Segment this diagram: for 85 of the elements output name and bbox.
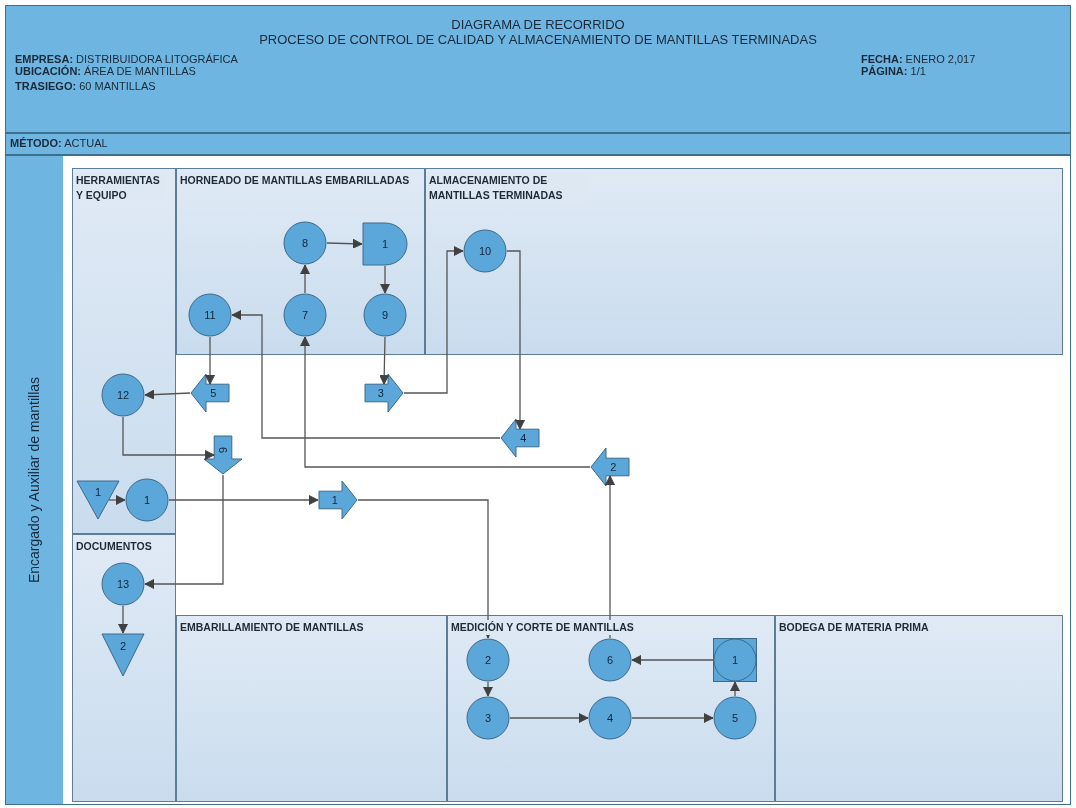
area-panel — [425, 168, 1063, 355]
step-number: 1 — [143, 494, 151, 506]
flow-arrow — [108, 495, 126, 505]
company-info: EMPRESA: DISTRIBUIDORA LITOGRÁFICA — [15, 53, 238, 65]
operation-circle — [283, 221, 327, 265]
transport-symbol — [364, 373, 404, 413]
location-info: UBICACIÓN: ÁREA DE MANTILLAS — [15, 65, 196, 77]
step-number: 2 — [119, 640, 127, 653]
flow-arrow — [631, 655, 714, 665]
storage-triangle — [101, 633, 145, 677]
step-number: 5 — [210, 387, 217, 399]
delay-symbol — [362, 222, 408, 266]
step-number: 1 — [94, 486, 102, 498]
area-panel — [72, 534, 176, 802]
flow-arrow — [300, 264, 310, 294]
transport-symbol — [203, 435, 243, 475]
step-number: 3 — [377, 387, 384, 399]
flow-arrow — [380, 265, 390, 294]
step-number: 3 — [484, 712, 492, 724]
flow-arrow — [379, 336, 390, 385]
operation-circle — [101, 562, 145, 606]
flow-arrow — [605, 475, 615, 639]
area-title: MEDICIÓN Y CORTE DE MANTILLAS — [451, 620, 634, 636]
operation-circle — [463, 229, 507, 273]
step-number: 5 — [731, 712, 739, 724]
date-info: FECHA: ENERO 2,017 — [861, 53, 976, 65]
operation-circle — [466, 638, 510, 682]
transport-symbol — [500, 418, 540, 458]
flow-arrow — [403, 246, 464, 394]
area-panel — [775, 615, 1063, 802]
area-panel — [176, 168, 425, 355]
transport-symbol — [318, 480, 358, 520]
flow-arrow — [631, 713, 714, 723]
flow-arrow — [144, 474, 224, 589]
step-number: 4 — [606, 712, 614, 724]
flow-arrow — [205, 336, 215, 385]
method-info: MÉTODO: ACTUAL — [10, 137, 108, 149]
step-number: 10 — [478, 245, 492, 257]
operation-circle — [588, 696, 632, 740]
step-number: 8 — [301, 237, 309, 249]
step-number: 6 — [217, 447, 229, 454]
flow-arrow — [506, 250, 525, 430]
operation-circle — [588, 638, 632, 682]
operation-circle — [466, 696, 510, 740]
operation-circle — [363, 293, 407, 337]
area-panel — [72, 168, 176, 534]
area-panel — [176, 615, 447, 802]
transport-symbol — [190, 373, 230, 413]
step-number: 2 — [610, 461, 617, 473]
flow-arrow — [326, 238, 363, 249]
flow-arrow — [730, 681, 740, 697]
flow-arrow — [118, 605, 128, 634]
step-number: 13 — [116, 578, 130, 590]
flow-arrow — [144, 389, 191, 400]
step-number: 4 — [520, 432, 527, 444]
diagram-title: DIAGRAMA DE RECORRIDO — [450, 17, 626, 32]
step-number: 6 — [606, 654, 614, 666]
step-number: 1 — [381, 238, 389, 250]
flow-arrow — [168, 495, 319, 505]
combined-activity-symbol — [713, 638, 757, 682]
page-info: PÁGINA: 1/1 — [861, 65, 926, 77]
operation-circle — [101, 373, 145, 417]
operation-circle — [188, 293, 232, 337]
operation-circle — [125, 478, 169, 522]
operation-circle — [713, 696, 757, 740]
step-number: 12 — [116, 389, 130, 401]
step-number: 11 — [204, 309, 216, 321]
step-number: 7 — [301, 309, 309, 321]
swimlane — [5, 155, 1071, 805]
lane-label: Encargado y Auxiliar de mantillas — [26, 376, 42, 584]
storage-triangle — [76, 480, 120, 520]
flow-arrow — [300, 336, 591, 468]
step-number: 1 — [731, 654, 739, 666]
step-number: 1 — [331, 494, 338, 506]
operation-circle — [283, 293, 327, 337]
flow-arrow — [231, 310, 501, 439]
quantity-info: TRASIEGO: 60 MANTILLAS — [15, 80, 156, 92]
flow-arrow — [483, 681, 493, 697]
step-number: 9 — [381, 309, 389, 321]
transport-symbol — [590, 447, 630, 487]
flow-arrow — [122, 416, 215, 460]
step-number: 2 — [484, 654, 492, 666]
area-panel — [447, 615, 775, 802]
diagram-subtitle: PROCESO DE CONTROL DE CALIDAD Y ALMACENAMIENTO DE MANTILLAS TERMINADAS — [258, 32, 818, 47]
flow-arrow — [509, 713, 589, 723]
